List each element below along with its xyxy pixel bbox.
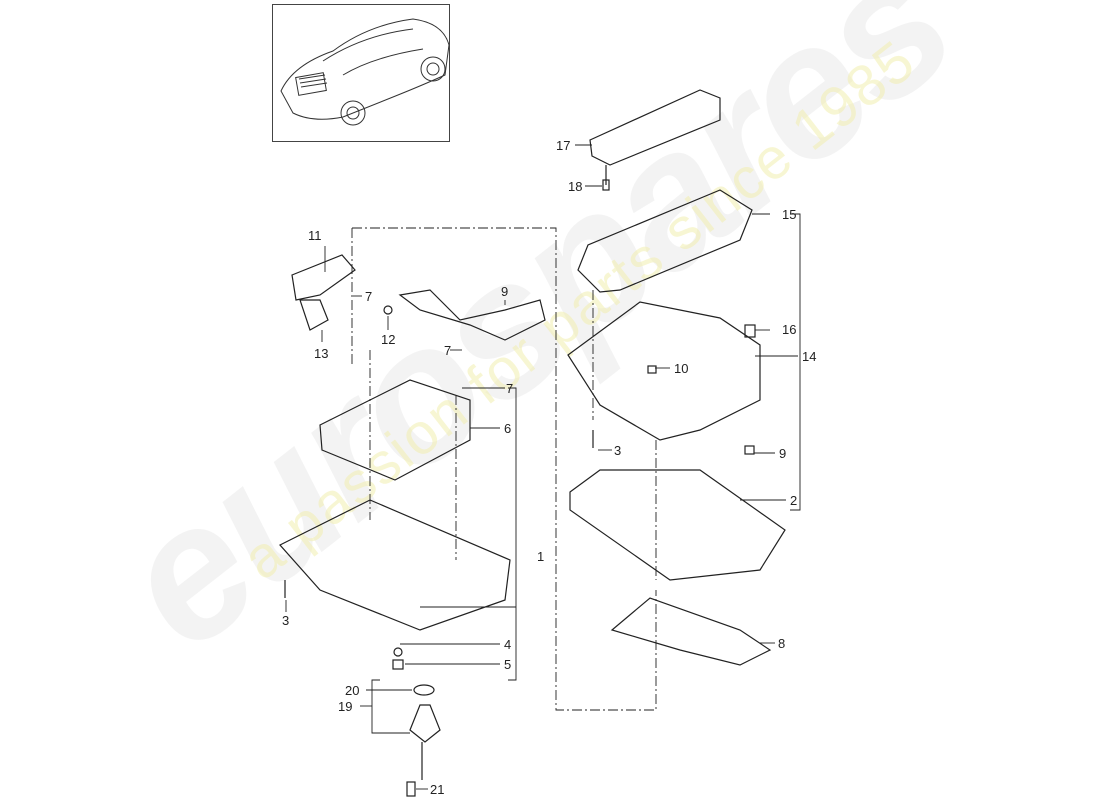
callout-18: 18 bbox=[568, 179, 583, 194]
part-15-shape bbox=[577, 189, 753, 293]
callout-6: 6 bbox=[504, 421, 512, 436]
part-1-shape bbox=[279, 499, 511, 631]
callout-19: 19 bbox=[338, 699, 353, 714]
callout-2: 2 bbox=[790, 493, 798, 508]
part-2-shape bbox=[569, 469, 786, 581]
callout-9-left: 9 bbox=[501, 284, 509, 299]
callout-14: 14 bbox=[802, 349, 817, 364]
callout-21: 21 bbox=[430, 782, 445, 797]
callout-20: 20 bbox=[345, 683, 360, 698]
part-11-shape bbox=[291, 254, 356, 301]
part-14-shape bbox=[567, 301, 761, 441]
car-thumbnail bbox=[272, 4, 450, 142]
callout-5: 5 bbox=[504, 657, 512, 672]
part-8-shape bbox=[610, 597, 772, 666]
callout-9-right: 9 bbox=[779, 446, 787, 461]
callout-15: 15 bbox=[782, 207, 797, 222]
callout-1: 1 bbox=[537, 549, 545, 564]
callout-7-top: 7 bbox=[365, 289, 373, 304]
callout-4: 4 bbox=[504, 637, 512, 652]
callout-11: 11 bbox=[308, 228, 322, 243]
callout-10: 10 bbox=[674, 361, 689, 376]
callout-16: 16 bbox=[782, 322, 797, 337]
callout-12: 12 bbox=[381, 332, 396, 347]
callout-17: 17 bbox=[556, 138, 571, 153]
callout-3-left: 3 bbox=[282, 613, 290, 628]
callout-7-low: 7 bbox=[506, 381, 514, 396]
car-icon bbox=[280, 18, 450, 126]
part-6-shape bbox=[319, 379, 471, 481]
part-9-shape bbox=[398, 289, 546, 341]
callout-8: 8 bbox=[778, 636, 786, 651]
callout-3-right: 3 bbox=[614, 443, 622, 458]
callout-13: 13 bbox=[314, 346, 329, 361]
part-17-shape bbox=[589, 89, 721, 166]
callout-7-mid: 7 bbox=[444, 343, 452, 358]
